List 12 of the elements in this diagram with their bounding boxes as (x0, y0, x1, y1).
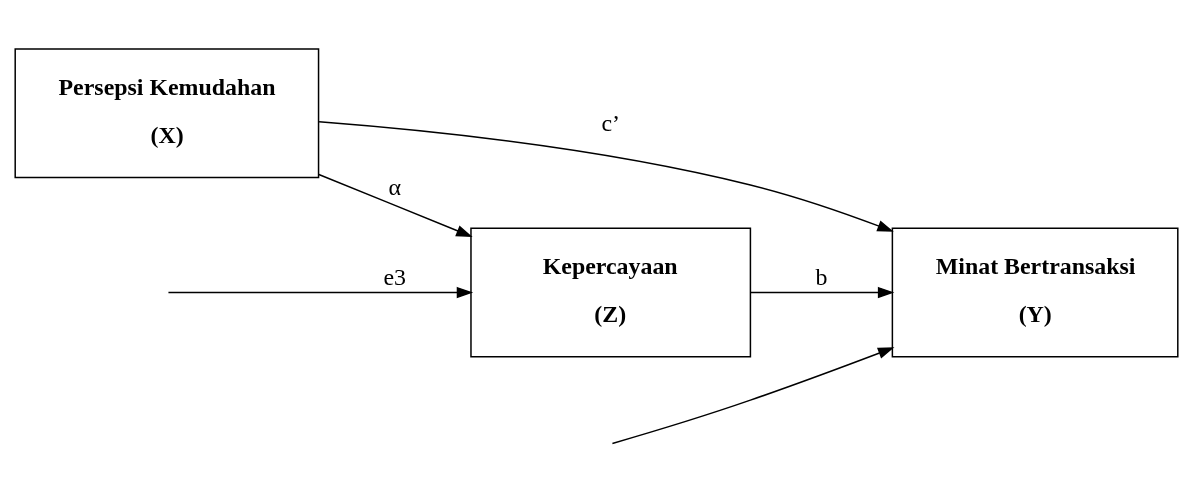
arrow (167, 286, 474, 299)
edge-label: b (815, 263, 828, 290)
arrow (611, 347, 895, 445)
node-box: Minat Bertransaksi (Y) (891, 227, 1179, 358)
arrow (318, 173, 473, 237)
edge-label: e3 (383, 263, 407, 290)
node-box: Persepsi Kemudahan (X) (14, 48, 320, 179)
edge-label: c’ (601, 109, 620, 136)
arrow (750, 286, 895, 299)
node-box: Kepercayaan (Z) (470, 227, 752, 358)
arrow (318, 121, 894, 232)
edge-label: α (388, 174, 402, 201)
